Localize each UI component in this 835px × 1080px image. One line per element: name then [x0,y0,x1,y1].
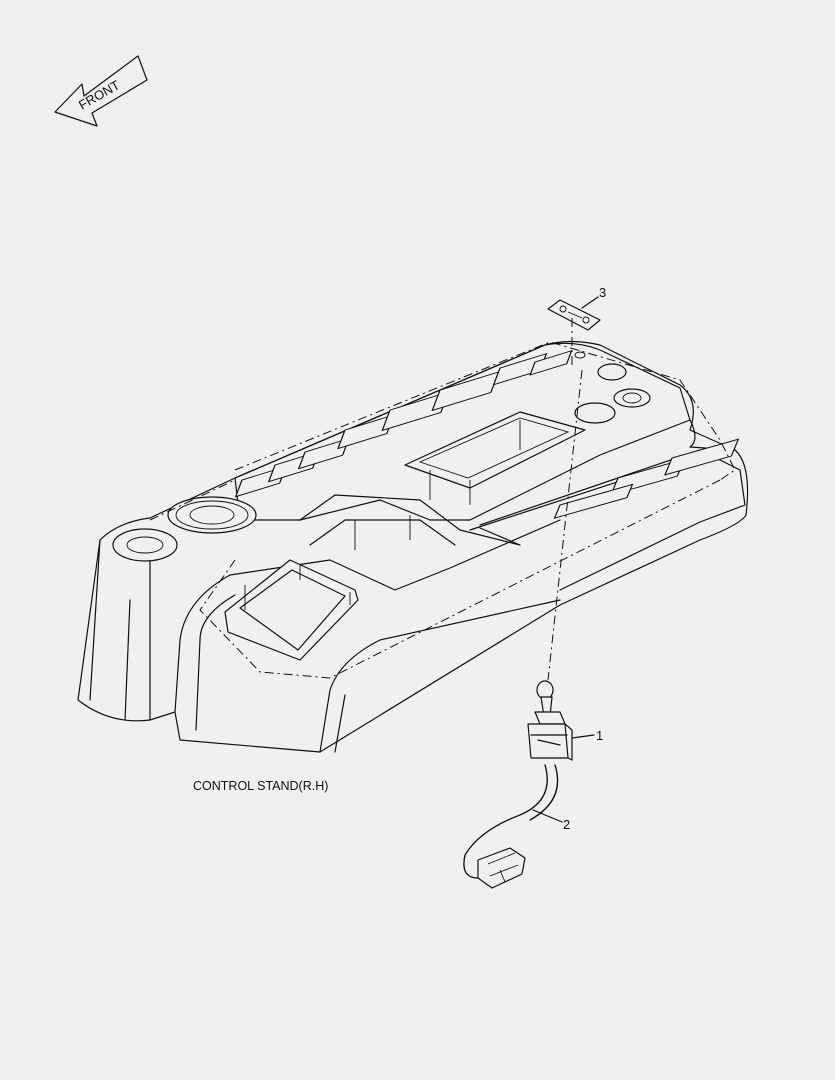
diagram-caption: CONTROL STAND(R.H) [193,779,328,793]
callout-2-number: 2 [563,817,570,832]
wire-harness-part-2: 2 [463,764,570,889]
switch-wells [234,350,740,519]
phantom-outline [149,341,736,679]
front-arrow: FRONT [54,55,148,127]
control-stand-console [77,340,749,753]
callout-1-number: 1 [596,728,603,743]
rotary-knobs [112,351,651,562]
decal-part-3: 3 [547,285,606,365]
callout-3-number: 3 [599,285,606,300]
toggle-switch-part-1: 1 [527,680,603,761]
assembly-line [547,369,583,681]
